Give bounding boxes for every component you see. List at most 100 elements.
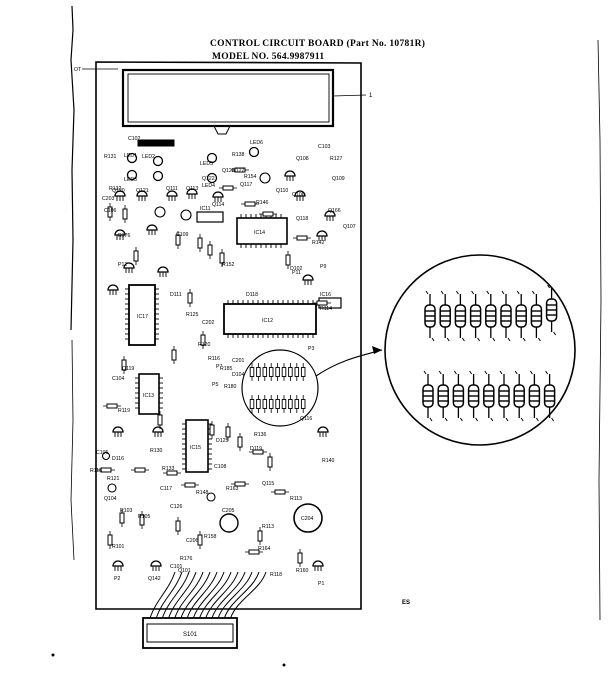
magnified-resistor-tail xyxy=(499,370,509,422)
component-label: D125 xyxy=(216,438,229,444)
harness-wire xyxy=(223,571,260,619)
component-label: D119 xyxy=(250,446,262,452)
component-label: Q114 xyxy=(212,202,224,208)
transistor-body xyxy=(150,560,162,567)
component-label: R120 xyxy=(198,342,211,348)
resistor-body xyxy=(166,470,178,476)
component-label: Q107 xyxy=(343,224,356,230)
resistor-body xyxy=(133,250,139,262)
component-label: R160 xyxy=(296,568,309,574)
component-label: R146 xyxy=(256,200,269,206)
resistor-body xyxy=(207,244,213,256)
mini-resistor-body xyxy=(275,399,280,409)
magnified-resistor-tail xyxy=(514,370,524,422)
component-label: D102 xyxy=(290,266,303,272)
component-label: R119 xyxy=(118,408,130,414)
mini-resistor-body xyxy=(300,367,306,377)
component-label: R105 xyxy=(138,514,151,520)
ic17-label: IC17 xyxy=(137,314,148,320)
component-label: C206 xyxy=(186,538,199,544)
resistor-body xyxy=(257,530,263,542)
magnified-resistor-tail xyxy=(486,290,496,342)
transistor-body xyxy=(186,188,198,195)
resistor-body xyxy=(262,211,274,217)
component-label: R152 xyxy=(222,262,235,268)
component-label: D116 xyxy=(112,456,124,462)
transistor-body xyxy=(157,266,169,273)
resistor-body xyxy=(187,292,193,304)
component-label: R136 xyxy=(254,432,267,438)
magnified-resistor-tail xyxy=(455,290,465,342)
board-resistor-group xyxy=(97,167,331,567)
resistor-body xyxy=(222,185,234,191)
led4-label: LED4 xyxy=(202,183,215,189)
magnified-resistor-tail xyxy=(453,370,463,422)
resistor-body xyxy=(274,489,286,495)
ic13-label: IC13 xyxy=(143,393,154,399)
magnified-resistor-tail xyxy=(516,290,526,342)
resistor-body xyxy=(244,201,256,207)
component-label: Q113 xyxy=(186,186,198,192)
resistor-body xyxy=(267,456,273,468)
component-label: Q104 xyxy=(104,496,117,502)
resistor-body xyxy=(234,167,246,173)
resistor-body xyxy=(107,534,113,546)
component-label: C102 xyxy=(128,136,141,142)
resistor-body xyxy=(139,514,145,526)
harness-wire xyxy=(174,571,204,619)
component-label: C202 xyxy=(202,320,215,326)
led1-label: LED1 xyxy=(124,153,137,159)
component-label: R185 xyxy=(220,366,233,372)
harness-wire xyxy=(186,571,218,619)
component-label: D118 xyxy=(246,292,258,298)
component-label: Q106 xyxy=(292,192,305,198)
component-label: P3 xyxy=(308,346,314,352)
resistor-body xyxy=(106,403,118,409)
component-label: R130 xyxy=(150,448,163,454)
component-label: Q120 xyxy=(112,188,125,194)
magnified-resistor-tail xyxy=(469,370,479,422)
mini-resistor-body xyxy=(256,367,261,377)
magnified-resistor-tail xyxy=(471,290,481,342)
component-label: C106 xyxy=(104,208,117,214)
ic-chips xyxy=(128,211,342,473)
component-label: C203 xyxy=(102,196,115,202)
component-label: C101 xyxy=(170,564,183,570)
mini-resistor-body xyxy=(281,399,287,409)
component-label: R158 xyxy=(204,534,217,540)
margin-marks xyxy=(51,5,602,667)
transistor-body xyxy=(123,262,135,269)
component-label: D122 xyxy=(232,168,245,174)
led5-label: LED5 xyxy=(200,161,213,167)
resistor-body xyxy=(316,300,328,306)
component-label: P9 xyxy=(320,264,326,270)
mini-resistor-body xyxy=(262,367,268,377)
board-title: CONTROL CIRCUIT BOARD (Part No. 10781R) xyxy=(210,38,425,49)
model-number: MODEL NO. 564.9987911 xyxy=(212,52,324,62)
component-label: R118 xyxy=(270,572,282,578)
transistor-body xyxy=(152,426,164,433)
mini-resistor-body xyxy=(294,399,300,409)
wiring-harness xyxy=(149,571,267,619)
ic14-label: IC14 xyxy=(254,230,265,236)
component-label: R103 xyxy=(120,508,133,514)
resistor-body xyxy=(209,424,215,436)
component-label: P1 xyxy=(318,581,324,587)
component-label: R132 xyxy=(109,186,122,192)
component-label: R113 xyxy=(262,524,274,530)
component-label: R176 xyxy=(180,556,193,562)
component-label: Q110 xyxy=(276,188,288,194)
component-label: R176 xyxy=(118,233,131,239)
component-label: R148 xyxy=(196,490,209,496)
harness-wire xyxy=(205,571,239,619)
component-label: R116 xyxy=(208,356,220,362)
component-label: Q166 xyxy=(328,208,341,214)
magnify-source-region xyxy=(241,349,319,427)
resistor-body xyxy=(234,481,246,487)
component-label: R121 xyxy=(107,476,120,482)
led3-label: LED3 xyxy=(124,177,137,183)
component-label: Q101 xyxy=(178,568,191,574)
resistor-body xyxy=(184,482,196,488)
mini-resistor-body xyxy=(249,399,255,409)
